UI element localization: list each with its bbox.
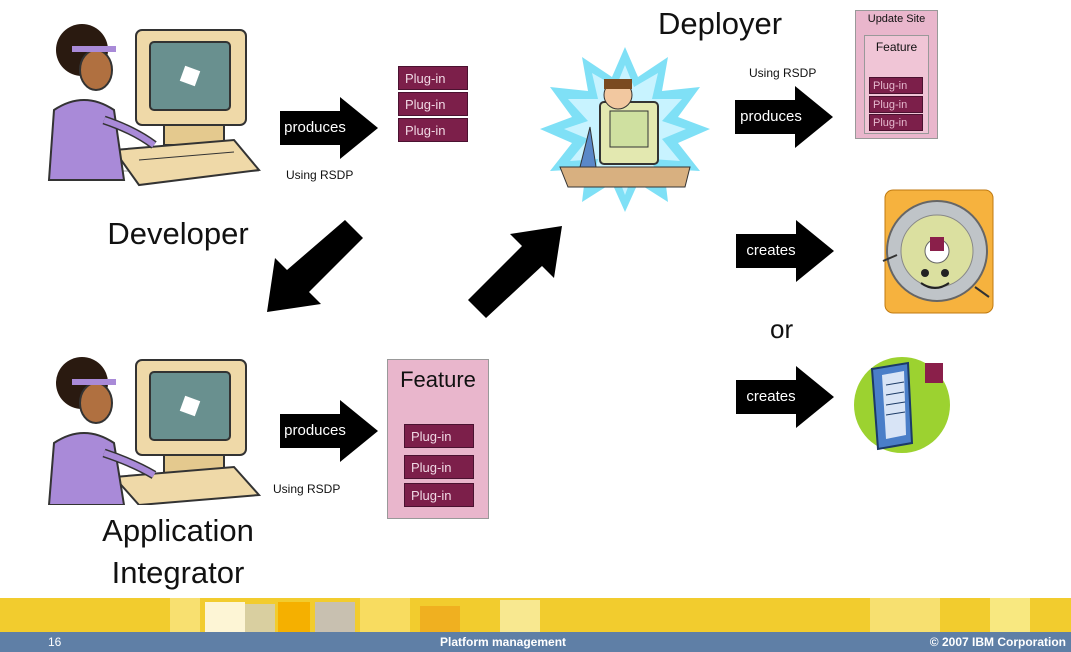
plugin-box: Plug-in [869,77,923,94]
plugin-box: Plug-in [404,483,474,507]
feature-label: Feature [400,367,476,392]
banner-tile [205,602,245,632]
footer-title: Platform management [440,635,567,649]
plugin-box: Plug-in [869,114,923,131]
banner-tile [245,604,275,632]
feature-box-update-site: Feature Plug-in Plug-in Plug-in [864,35,929,134]
banner-tile [420,606,460,632]
deployer-illustration [540,47,710,212]
plugin-box: Plug-in [404,424,474,448]
banner-tile [170,598,200,632]
plugin-box: Plug-in [398,118,468,142]
plugin-stack-developer: Plug-in Plug-in Plug-in [394,66,474,166]
plugin-box: Plug-in [398,92,468,116]
feature-label-small: Feature [875,40,918,54]
creates-arrow-cd [736,220,834,282]
integrator-illustration [47,357,262,505]
update-site-box: Update Site Feature Plug-in Plug-in Plug… [855,10,938,139]
produces-label-integrator: produces [284,422,346,439]
plugin-box: Plug-in [404,455,474,479]
produces-label-developer: produces [284,119,346,136]
banner-tile [990,598,1030,632]
using-rsdp-integrator: Using RSDP [273,482,341,496]
banner-tile [360,598,410,632]
server-illustration [854,357,950,453]
copyright: © 2007 IBM Corporation [929,635,1066,649]
feature-box-integrator: Feature Plug-in Plug-in Plug-in [387,359,489,519]
arrow-developer-to-integrator [267,220,363,312]
produces-arrow-integrator [280,400,378,462]
produces-label-deployer: produces [740,108,802,125]
developer-label: Developer [107,216,249,251]
footer-strip: 16 Platform management © 2007 IBM Corpor… [0,632,1071,652]
deployer-label: Deployer [657,6,783,41]
footer-banner [0,598,1071,632]
creates-label-cd: creates [746,242,796,259]
using-rsdp-deployer: Using RSDP [749,66,817,80]
plugin-box: Plug-in [869,96,923,113]
banner-tile [870,598,940,632]
cd-illustration [882,189,994,314]
using-rsdp-developer: Using RSDP [286,168,354,182]
integrator-label-line2: Integrator [111,555,245,590]
update-site-label: Update Site [867,13,926,25]
page-number: 16 [48,635,62,649]
developer-illustration [47,24,261,187]
plugin-box: Plug-in [398,66,468,90]
creates-label-server: creates [746,388,796,405]
integrator-label-line1: Application [102,513,254,548]
banner-tile [500,600,540,632]
produces-arrow-deployer [735,86,833,148]
creates-arrow-server [736,366,834,428]
arrow-integrator-to-deployer [468,226,562,318]
produces-arrow-developer [280,97,378,159]
banner-tile [315,602,355,632]
banner-tile [278,602,310,632]
or-label: or [770,314,794,344]
